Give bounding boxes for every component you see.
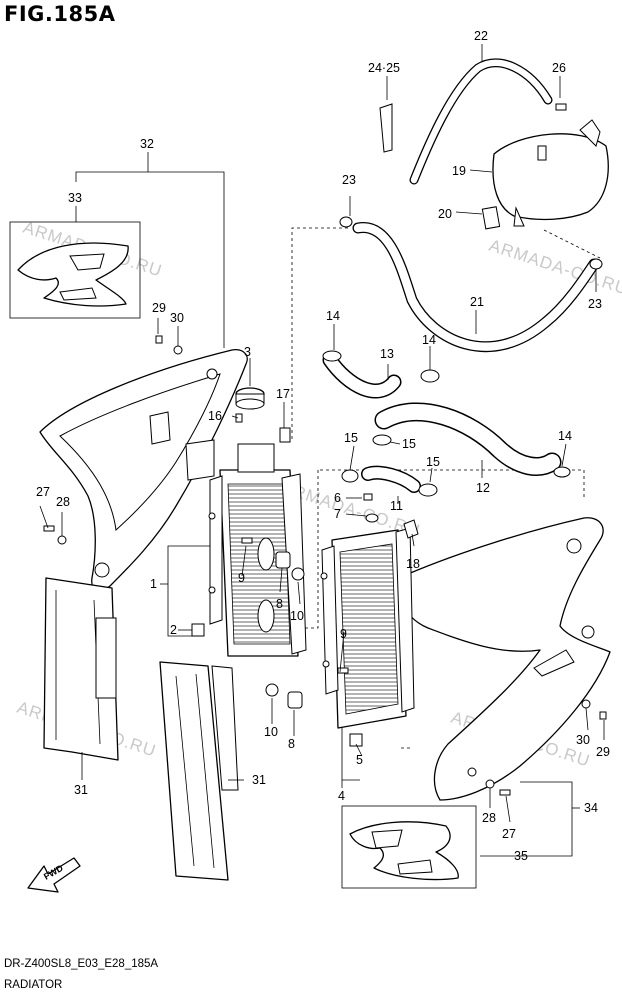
callout-29: 29: [596, 745, 610, 759]
callout-2: 2: [170, 623, 177, 637]
callout-5: 5: [356, 753, 363, 767]
radiator-shroud-left: [39, 349, 248, 591]
callout-15: 15: [344, 431, 358, 445]
radiator-shroud-right: [400, 517, 611, 801]
louver-31-right: [159, 661, 239, 881]
section-name: RADIATOR: [4, 979, 63, 991]
callout-16: 16: [208, 409, 222, 423]
hardware: [43, 103, 607, 796]
emblem-35: [349, 821, 459, 881]
callout-29: 29: [152, 301, 166, 315]
callout-14: 14: [326, 309, 340, 323]
hoses: [322, 58, 600, 493]
callout-15: 15: [426, 455, 440, 469]
callout-11: 11: [390, 499, 403, 513]
callout-leaders: [39, 169, 605, 823]
model-code: DR-Z400SL8_E03_E28_185A: [4, 958, 159, 970]
callout-12: 12: [476, 481, 490, 495]
callout-34: 34: [584, 801, 598, 815]
callout-27: 27: [36, 485, 50, 499]
callout-23: 23: [342, 173, 356, 187]
callout-6: 6: [334, 491, 341, 505]
callout-17: 17: [276, 387, 290, 401]
callout-22: 22: [474, 29, 488, 43]
figure-title: FIG.185A: [4, 2, 116, 26]
hose-clamps: [322, 216, 603, 497]
callout-3: 3: [244, 345, 251, 359]
callout-10: 10: [264, 725, 278, 739]
callout-35: 35: [514, 849, 528, 863]
callout-labels: 22 24·25 26 32 19 23 33 20 21 23 29 30 1…: [36, 29, 610, 863]
callout-13: 13: [380, 347, 394, 361]
callout-30: 30: [170, 311, 184, 325]
callout-18: 18: [406, 557, 420, 571]
callout-14: 14: [558, 429, 572, 443]
callout-30: 30: [576, 733, 590, 747]
louver-31-left: [43, 577, 119, 761]
callout-8: 8: [276, 597, 283, 611]
callout-9: 9: [340, 627, 347, 641]
forward-direction-indicator: FWD: [27, 857, 81, 893]
callout-23: 23: [588, 297, 602, 311]
callout-14: 14: [422, 333, 436, 347]
callout-4: 4: [338, 789, 345, 803]
callout-28: 28: [56, 495, 70, 509]
callout-24-25: 24·25: [368, 61, 400, 75]
callout-26: 26: [552, 61, 566, 75]
emblem-33: [17, 242, 129, 307]
watermark: ARMADA-CO.RU: [487, 236, 622, 299]
callout-27: 27: [502, 827, 516, 841]
callout-32: 32: [140, 137, 154, 151]
reservoir-tank: [492, 119, 609, 227]
callout-9: 9: [238, 571, 245, 585]
callout-1: 1: [150, 577, 157, 591]
radiator-left: [208, 443, 307, 657]
callout-20: 20: [438, 207, 452, 221]
callout-31: 31: [74, 783, 88, 797]
callout-15: 15: [402, 437, 416, 451]
radiator-right: [320, 527, 415, 747]
callout-31: 31: [252, 773, 266, 787]
callout-10: 10: [290, 609, 304, 623]
callout-33: 33: [68, 191, 82, 205]
radiator-cap: [235, 387, 265, 410]
leader-brackets: [9, 44, 601, 889]
callout-7: 7: [334, 507, 341, 521]
callout-21: 21: [470, 295, 484, 309]
callout-28: 28: [482, 811, 496, 825]
callout-8: 8: [288, 737, 295, 751]
callout-19: 19: [452, 164, 466, 178]
